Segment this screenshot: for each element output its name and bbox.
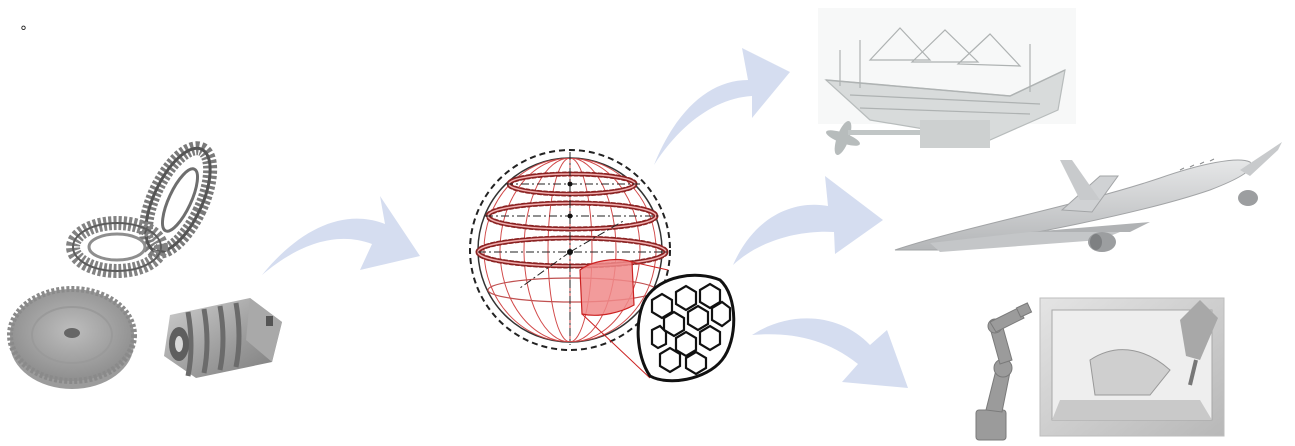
ship-icon (818, 8, 1076, 157)
spiral-bevel-gear-icon (133, 139, 224, 261)
gears-group (10, 139, 282, 389)
highlight-patch (580, 260, 634, 316)
spur-gear-icon (10, 289, 134, 389)
arrow-sphere-to-robot (752, 318, 908, 388)
robot-arm-icon (976, 298, 1224, 440)
arrow-sphere-to-ship (654, 48, 790, 165)
arrow-sphere-to-plane (733, 176, 883, 265)
worm-gear-icon (164, 298, 282, 378)
lattice-structure-icon (638, 275, 734, 380)
arrow-gears-to-sphere (262, 196, 420, 275)
airplane-icon (895, 142, 1282, 252)
